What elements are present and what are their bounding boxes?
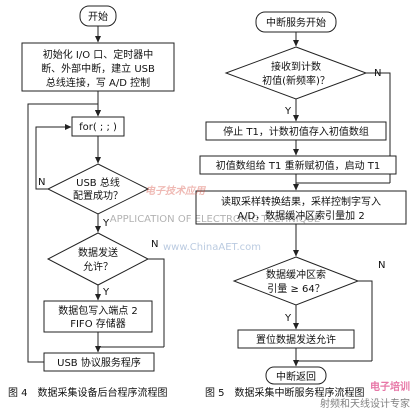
fig4-write-line-1: 数据包写入端点 2 — [58, 304, 138, 317]
fig5-index-yes-label: Y — [284, 313, 292, 324]
fig5-recv-line-2: 初值(新频率)？ — [262, 74, 330, 87]
watermark-en: APPLICATION OF ELECTRONIC TECHNIQUE — [110, 214, 320, 225]
figure-5-flowchart: 中断服务开始 接收到计数 初值(新频率)？ N Y 停止 T1，计数初值存入初值… — [195, 11, 407, 399]
corner-watermark-big: 电子培训 — [370, 380, 410, 393]
corner-watermark: 电子培训 射频和天线设计专家 — [320, 380, 410, 410]
fig5-read-line-1: 读取采样转换结果，采样控制字写入 — [221, 195, 381, 208]
fig5-allow-label: 置位数据发送允许 — [256, 333, 336, 346]
fig5-return-terminal — [265, 366, 327, 385]
fig4-usb-line-2: 配置成功？ — [73, 190, 123, 202]
fig4-init-box — [21, 42, 175, 92]
fig5-return-label: 中断返回 — [276, 370, 316, 383]
fig5-start-label: 中断服务开始 — [266, 16, 326, 29]
figure-4-flowchart: 开始 初始化 I/O 口、定时器中 断、外部中断，建立 USB 总线连接，写 A… — [8, 5, 175, 399]
fig4-service-label: USB 协议服务程序 — [57, 356, 141, 369]
fig4-usb-yes-label: Y — [102, 218, 110, 229]
fig4-start-label: 开始 — [88, 10, 108, 23]
watermark-cn: 电子技术应用 — [145, 185, 207, 197]
fig4-usb-decision — [46, 163, 150, 215]
fig5-caption: 图 5 数据采集中断服务程序流程图 — [205, 386, 365, 399]
fig4-allow-yes-label: Y — [102, 287, 110, 298]
fig4-init-line-2: 断、外部中断，建立 USB — [41, 62, 155, 75]
fig4-write-line-2: FIFO 存储器 — [70, 317, 126, 330]
fig5-index-line-2: 引量 ≥ 64？ — [267, 283, 324, 295]
fig4-allow-decision — [46, 232, 150, 286]
fig4-allow-line-1: 数据发送 — [78, 246, 118, 259]
fig5-index-line-1: 数据缓冲区索 — [266, 268, 326, 281]
fig5-recv-decision — [224, 46, 368, 100]
fig5-recv-line-1: 接收到计数 — [271, 60, 321, 73]
watermark-url: www.ChinaAET.com — [163, 242, 261, 253]
watermark: 电子技术应用 APPLICATION OF ELECTRONIC TECHNIQ… — [110, 185, 320, 253]
fig4-loop-label: for( ; ; ) — [79, 122, 117, 133]
fig5-index-decision — [232, 256, 360, 306]
fig4-usb-line-1: USB 总线 — [76, 176, 120, 189]
fig5-recv-no-label: N — [374, 68, 381, 79]
fig5-stop-label: 停止 T1，计数初值存入初值数组 — [223, 125, 369, 138]
corner-watermark-small: 射频和天线设计专家 — [320, 397, 410, 410]
fig4-write-box — [43, 300, 153, 333]
fig5-recv-yes-label: Y — [284, 106, 292, 117]
fig5-reload-box — [199, 155, 397, 175]
fig5-read-box — [195, 190, 407, 225]
fig5-reload-label: 初值数组给 T1 重新赋初值，启动 T1 — [216, 159, 380, 172]
fig4-usb-no-label: N — [38, 177, 45, 188]
fig4-init-line-1: 初始化 I/O 口、定时器中 — [43, 48, 154, 61]
fig5-read-line-2: A/D，数据缓冲区索引量加 2 — [237, 209, 364, 222]
fig4-caption: 图 4 数据采集设备后台程序流程图 — [8, 386, 168, 399]
fig4-init-line-3: 总线连接，写 A/D 控制 — [46, 76, 150, 89]
fig5-index-no-label: N — [378, 260, 385, 271]
fig4-allow-line-2: 允许？ — [83, 260, 113, 273]
fig4-allow-no-label: N — [151, 239, 158, 250]
